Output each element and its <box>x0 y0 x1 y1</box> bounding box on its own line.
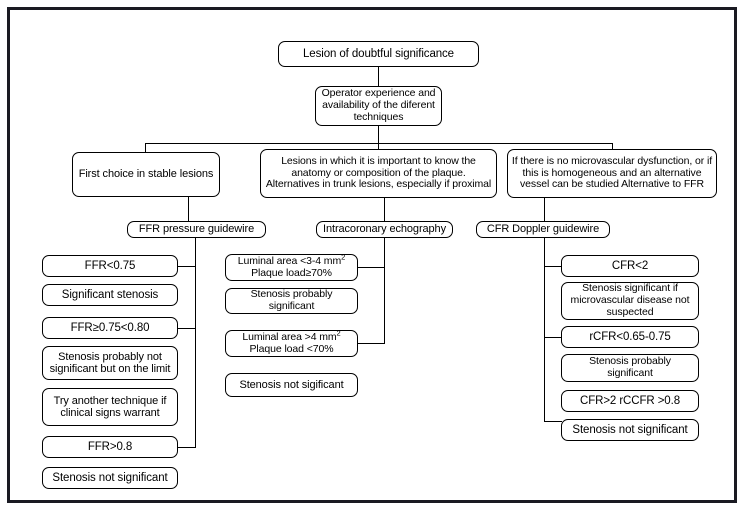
branch-box-cfr: If there is no microvascular dysfunction… <box>507 149 717 198</box>
node-label: Stenosis probably significant <box>589 355 671 379</box>
connector-ivus-branch-to-method <box>384 198 385 221</box>
node-label: CFR>2 rCCFR >0.8 <box>579 394 680 407</box>
node-label: FFR>0.8 <box>87 440 133 453</box>
diagram-frame: Lesion of doubtful significance Operator… <box>7 7 737 503</box>
cfr-outcome-2: Stenosis probably significant <box>561 354 699 382</box>
method-label: FFR pressure guidewire <box>138 223 255 236</box>
node-operator-experience: Operator experience and availability of … <box>315 86 442 126</box>
node-label: CFR<2 <box>611 259 649 272</box>
connector-ffr-to-crit-3 <box>178 447 196 448</box>
connector-ffr-branch-to-method <box>188 197 189 221</box>
cfr-criterion-1: CFR<2 <box>561 255 699 277</box>
ffr-outcome-1: Significant stenosis <box>42 284 178 306</box>
connector-cfr-spine <box>544 238 545 421</box>
connector-title-to-decision <box>378 67 379 86</box>
node-label: Lesion of doubtful significance <box>303 47 454 60</box>
connector-cfr-to-crit-3 <box>544 421 562 422</box>
node-label: Try another technique if clinical signs … <box>53 394 167 419</box>
connector-cfr-branch-to-method <box>544 198 545 221</box>
connector-decision-down <box>378 126 379 144</box>
connector-ivus-to-crit-2 <box>358 343 385 344</box>
connector-ffr-to-crit-2 <box>178 328 196 329</box>
node-label: FFR<0.75 <box>84 259 136 272</box>
node-label: Stenosis not significant <box>572 423 688 436</box>
ffr-outcome-3: Try another technique if clinical signs … <box>42 388 178 426</box>
ivus-outcome-2: Stenosis not sigificant <box>225 373 358 397</box>
ffr-criterion-3: FFR>0.8 <box>42 436 178 458</box>
node-label: FFR≥0.75<0.80 <box>70 321 150 334</box>
connector-cfr-to-crit-1 <box>544 266 562 267</box>
node-label: Significant stenosis <box>61 288 159 301</box>
branch-box-ffr: First choice in stable lesions <box>72 152 220 197</box>
cfr-outcome-1: Stenosis significant if microvascular di… <box>561 282 699 320</box>
connector-ffr-to-crit-1 <box>178 266 196 267</box>
method-label: Intracoronary echography <box>323 223 446 236</box>
method-box-intracoronary-echography: Intracoronary echography <box>316 221 453 238</box>
connector-cfr-to-crit-2 <box>544 337 562 338</box>
connector-ffr-spine <box>195 238 196 447</box>
connector-drop-branch-ffr <box>145 143 146 152</box>
ffr-criterion-1: FFR<0.75 <box>42 255 178 277</box>
ffr-outcome-4: Stenosis not significant <box>42 467 178 489</box>
cfr-criterion-2: rCFR<0.65-0.75 <box>561 326 699 348</box>
method-label: CFR Doppler guidewire <box>486 223 600 236</box>
node-label: Stenosis probably significant <box>250 288 333 312</box>
node-label: Stenosis significant if microvascular di… <box>570 282 690 318</box>
node-label: Stenosis not sigificant <box>239 378 344 391</box>
branch-label: Lesions in which it is important to know… <box>265 154 492 191</box>
branch-label: First choice in stable lesions <box>78 168 214 181</box>
node-label: Operator experience and availability of … <box>321 87 436 123</box>
node-label: rCFR<0.65-0.75 <box>589 330 671 343</box>
ffr-outcome-2: Stenosis probably not significant but on… <box>42 346 178 380</box>
connector-ivus-spine <box>384 238 385 343</box>
method-box-ffr-pressure-guidewire: FFR pressure guidewire <box>127 221 266 238</box>
node-label: Stenosis probably not significant but on… <box>49 350 171 375</box>
method-box-cfr-doppler-guidewire: CFR Doppler guidewire <box>476 221 610 238</box>
ffr-criterion-2: FFR≥0.75<0.80 <box>42 317 178 339</box>
ivus-outcome-1: Stenosis probably significant <box>225 288 358 314</box>
cfr-outcome-3: Stenosis not significant <box>561 419 699 441</box>
connector-drop-branch-cfr <box>612 143 613 152</box>
branch-box-ivus: Lesions in which it is important to know… <box>260 149 497 198</box>
connector-drop-branch-ivus <box>378 143 379 152</box>
branch-label: If there is no microvascular dysfunction… <box>511 154 713 191</box>
node-label: Stenosis not significant <box>52 471 168 484</box>
node-lesion-of-doubtful-significance: Lesion of doubtful significance <box>278 41 479 67</box>
cfr-criterion-3: CFR>2 rCCFR >0.8 <box>561 390 699 412</box>
connector-ivus-to-crit-1 <box>358 267 385 268</box>
